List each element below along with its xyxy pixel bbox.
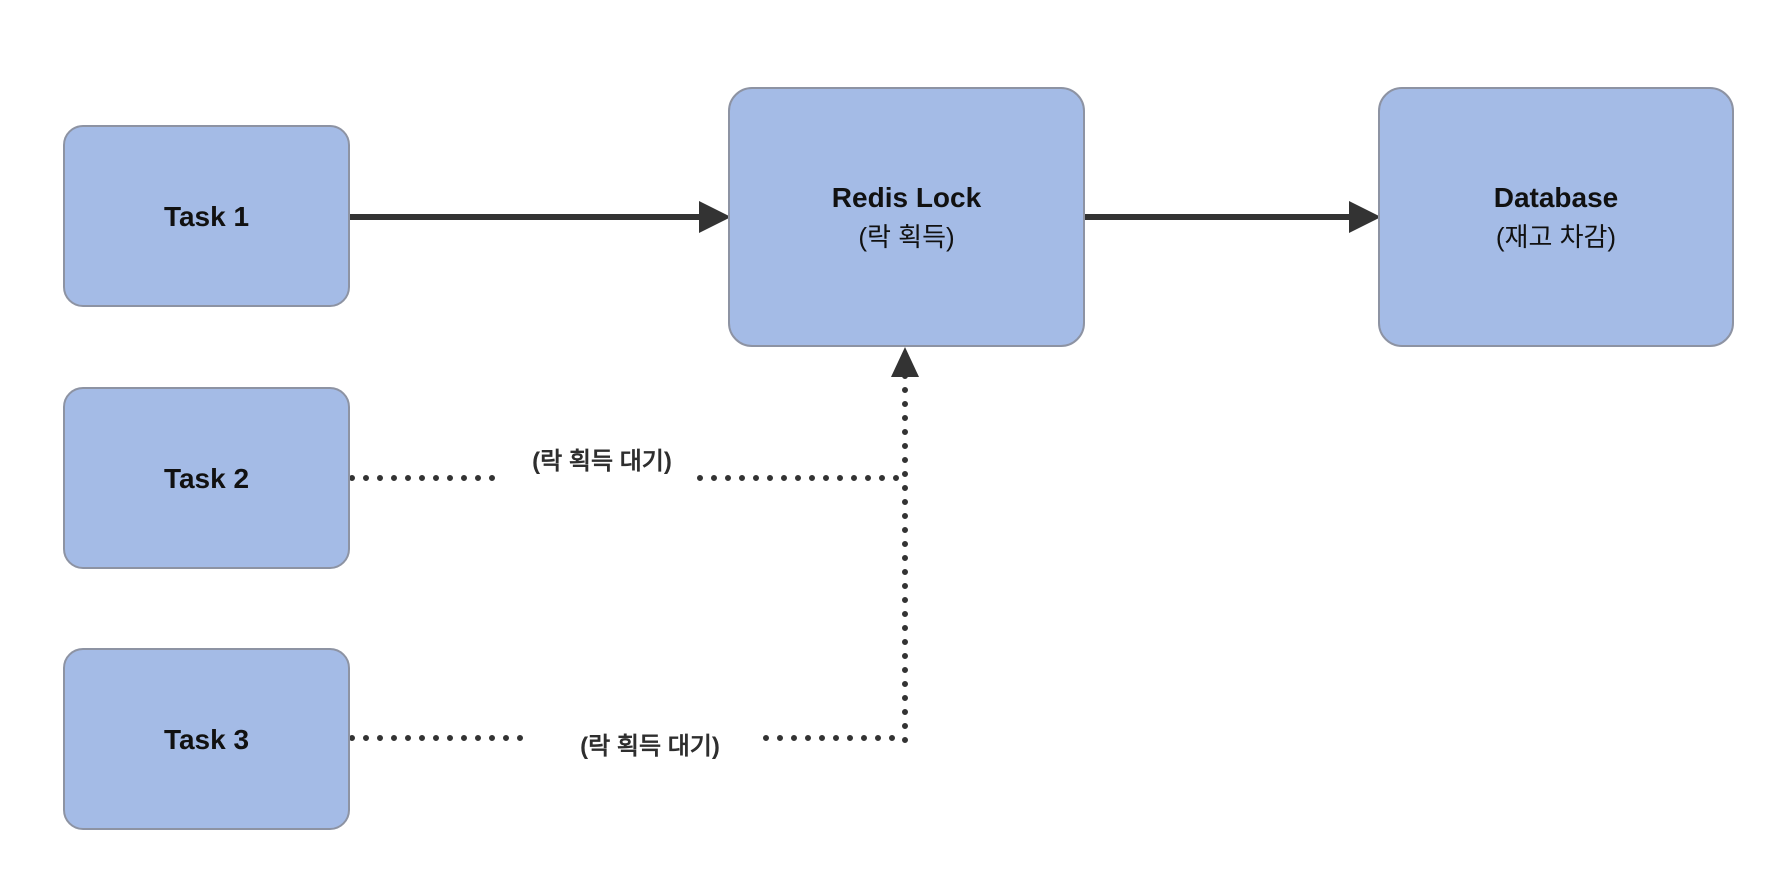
node-database-label: Database — [1493, 181, 1619, 213]
node-task2: Task 2 — [63, 387, 350, 569]
node-database: Database (재고 차감) — [1378, 87, 1734, 347]
edge-task3-wait-label: (락 획득 대기) — [576, 726, 724, 761]
node-task1-label: Task 1 — [163, 200, 250, 232]
node-task3: Task 3 — [63, 648, 350, 830]
node-redis-lock: Redis Lock (락 획득) — [728, 87, 1085, 347]
node-redis-lock-sublabel: (락 획득) — [858, 221, 955, 252]
node-database-sublabel: (재고 차감) — [1495, 221, 1617, 252]
node-task2-label: Task 2 — [163, 462, 250, 494]
node-task1: Task 1 — [63, 125, 350, 307]
node-redis-lock-label: Redis Lock — [831, 181, 982, 213]
arrowhead-right-icon — [699, 201, 731, 233]
node-task3-label: Task 3 — [163, 723, 250, 755]
arrowhead-right-icon — [1349, 201, 1381, 233]
edge-redis-to-database — [1085, 201, 1381, 233]
edge-task3-to-redis — [349, 347, 919, 743]
edge-task2-wait-label: (락 획득 대기) — [528, 441, 676, 476]
edge-task1-to-redis — [350, 201, 731, 233]
arrowhead-up-icon — [891, 347, 919, 377]
